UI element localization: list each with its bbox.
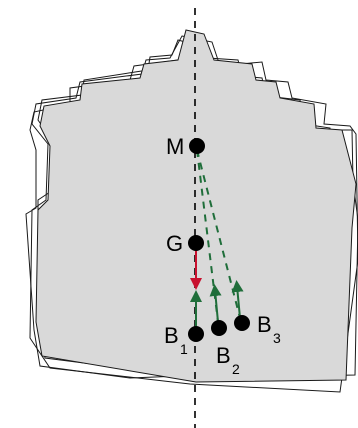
label-b2: B xyxy=(216,343,231,368)
label-b1-sub: 1 xyxy=(180,341,188,357)
label-b2-sub: 2 xyxy=(232,361,240,377)
label-b3-sub: 3 xyxy=(273,330,281,346)
point-g xyxy=(188,235,204,251)
label-m: M xyxy=(166,134,184,159)
point-m xyxy=(189,138,205,154)
label-b3: B xyxy=(257,312,272,337)
point-b1 xyxy=(188,326,204,342)
hull-shape xyxy=(35,29,357,383)
buoyancy-arrow-b2 xyxy=(209,284,222,323)
point-b2 xyxy=(211,320,227,336)
label-g: G xyxy=(166,231,183,256)
label-b1: B xyxy=(164,323,179,348)
point-b3 xyxy=(234,315,250,331)
buoyancy-arrow-b3 xyxy=(231,280,244,319)
